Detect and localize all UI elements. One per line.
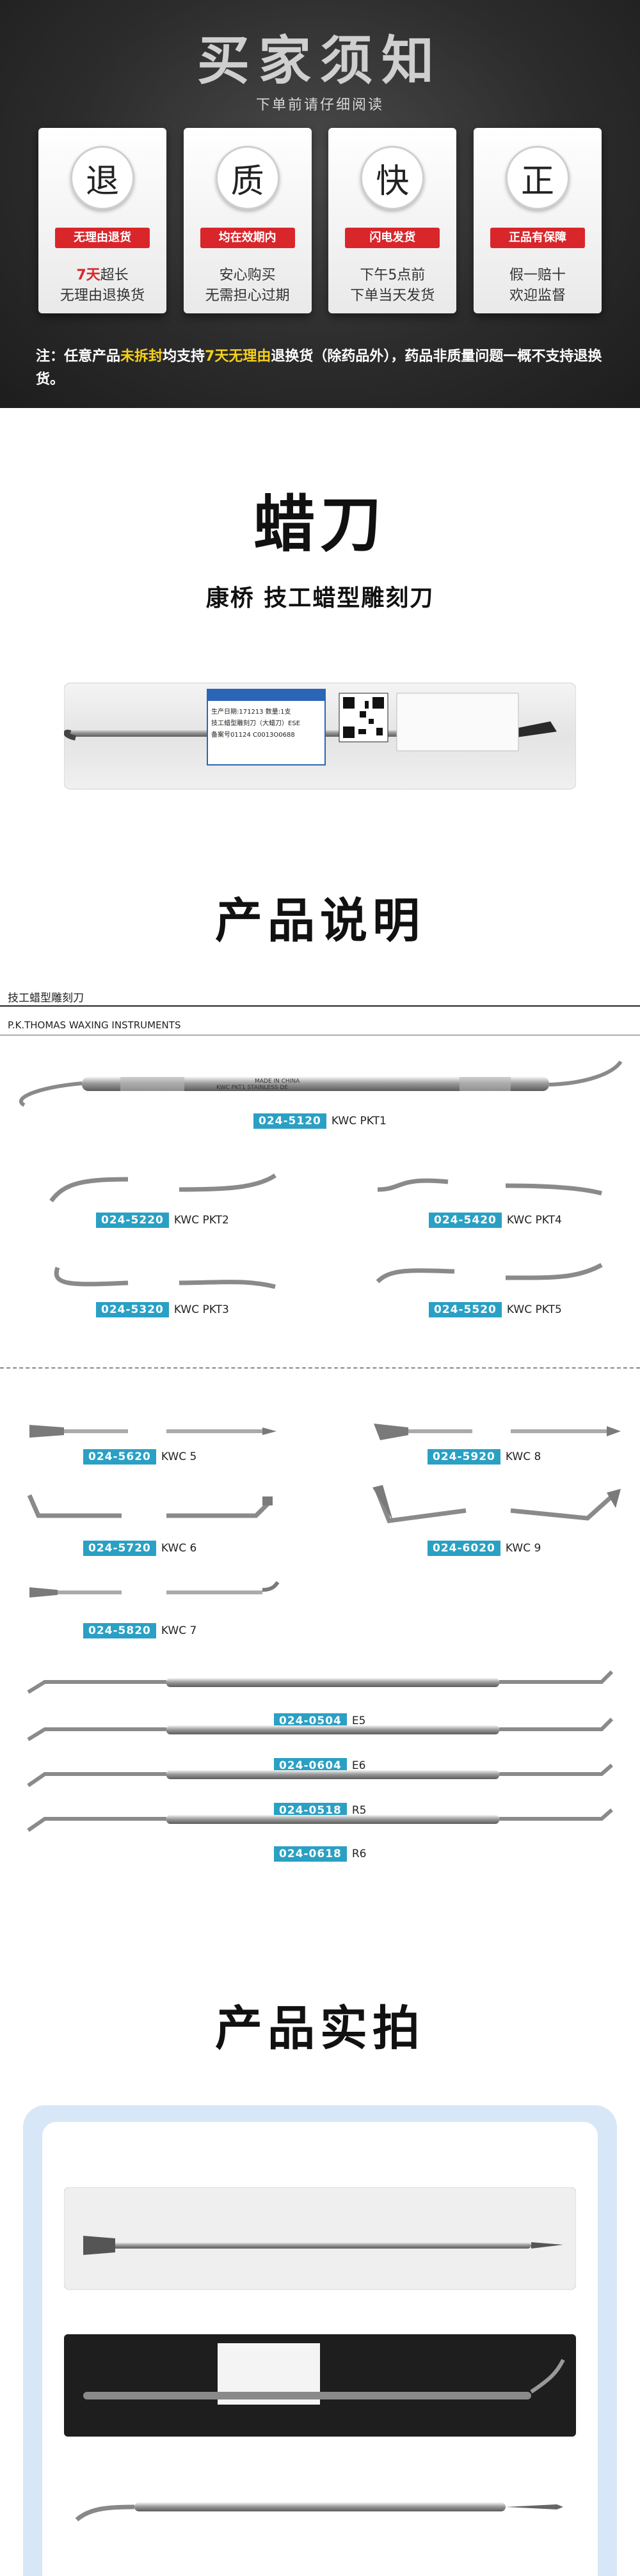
label-line2: 技工蜡型雕刻刀（大蜡刀）ESE [211,719,300,727]
instrument-pkt4 [377,1178,602,1196]
instrument-kwc8 [374,1424,621,1440]
catalog-rule [0,1005,640,1007]
card-badge: 闪电发货 [345,228,440,248]
instrument-pkt5 [376,1262,603,1284]
brand-text: KWC PKT1 STAINLESS DE [216,1085,288,1091]
card-line1: 下午5点前 [360,267,426,283]
catalog-heading-cn: 技工蜡型雕刻刀 [8,992,84,1005]
buyer-notice-banner: 买家须知 下单前请仔细阅读 退 无理由退货 7天超长 无理由退换货 质 均在效期… [0,0,640,408]
fast-icon: 快 [360,146,425,210]
card-badge: 无理由退货 [55,228,150,248]
notice-note: 注：任意产品未拆封均支持7天无理由退换货（除药品外），药品非质量问题一概不支持退… [36,349,602,388]
card-line2: 无理由退换货 [60,288,145,304]
genuine-icon: 正 [505,146,570,210]
label-line1: 生产日期:171213 数量:1支 [211,707,291,716]
section-title-description: 产品说明 [215,893,425,948]
instrument-pkt2 [49,1174,276,1203]
notice-subtitle: 下单前请仔细阅读 [255,97,384,113]
notice-card-genuine: 正 正品有保障 假一赔十 欢迎监督 [473,128,602,313]
photo-instrument [75,2502,563,2522]
instrument-kwc5 [29,1425,276,1438]
instrument-pkt3 [54,1266,276,1289]
qr-code-icon [339,693,388,742]
instrument-pkt1: MADE IN CHINA KWC PKT1 STAINLESS DE [19,1060,623,1107]
card-line1: 安心购买 [219,267,276,283]
photo-packaged-clear [64,2187,576,2290]
catalog-heading-en: P.K.THOMAS WAXING INSTRUMENTS [8,1019,181,1031]
section-title-photos: 产品实拍 [215,2001,425,2056]
instrument-catalog: 技工蜡型雕刻刀 P.K.THOMAS WAXING INSTRUMENTS MA… [0,985,640,1880]
instrument-r5 [27,1763,613,1787]
notice-title: 买家须知 [196,31,443,91]
quality-icon: 质 [215,146,280,210]
card-line2: 欢迎监督 [509,288,566,304]
card-line2: 无需担心过期 [205,288,290,304]
instrument-e5 [27,1670,614,1694]
label-line3: 备案号01124 C0013O0688 [211,730,295,739]
card-badge: 均在效期内 [200,228,295,248]
card-line1: 假一赔十 [509,267,566,283]
card-line2: 下单当天发货 [350,288,435,304]
product-subtitle: 康桥 技工蜡型雕刻刀 [205,585,435,611]
product-photos [64,2187,576,2522]
card-badge: 正品有保障 [490,228,585,248]
package-photo: 生产日期:171213 数量:1支 技工蜡型雕刻刀（大蜡刀）ESE 备案号011… [64,682,576,790]
instrument-r6 [27,1808,613,1832]
instrument-kwc7 [29,1581,280,1598]
instrument-e6 [27,1717,614,1741]
card-line1: 7天超长 [76,267,129,283]
notice-card-quality: 质 均在效期内 安心购买 无需担心过期 [183,128,312,313]
stamp-text: MADE IN CHINA [255,1078,300,1085]
notice-card-fast: 快 闪电发货 下午5点前 下单当天发货 [328,128,457,313]
notice-cards: 退 无理由退货 7天超长 无理由退换货 质 均在效期内 安心购买 无需担心过期 … [38,128,602,313]
notice-card-return: 退 无理由退货 7天超长 无理由退换货 [38,128,166,313]
product-title: 蜡刀 [253,489,387,560]
photo-packaged-dark [64,2334,576,2437]
return-icon: 退 [70,146,134,210]
instrument-kwc6 [27,1494,273,1518]
dashed-divider [0,1367,640,1369]
instrument-kwc9 [372,1485,621,1523]
